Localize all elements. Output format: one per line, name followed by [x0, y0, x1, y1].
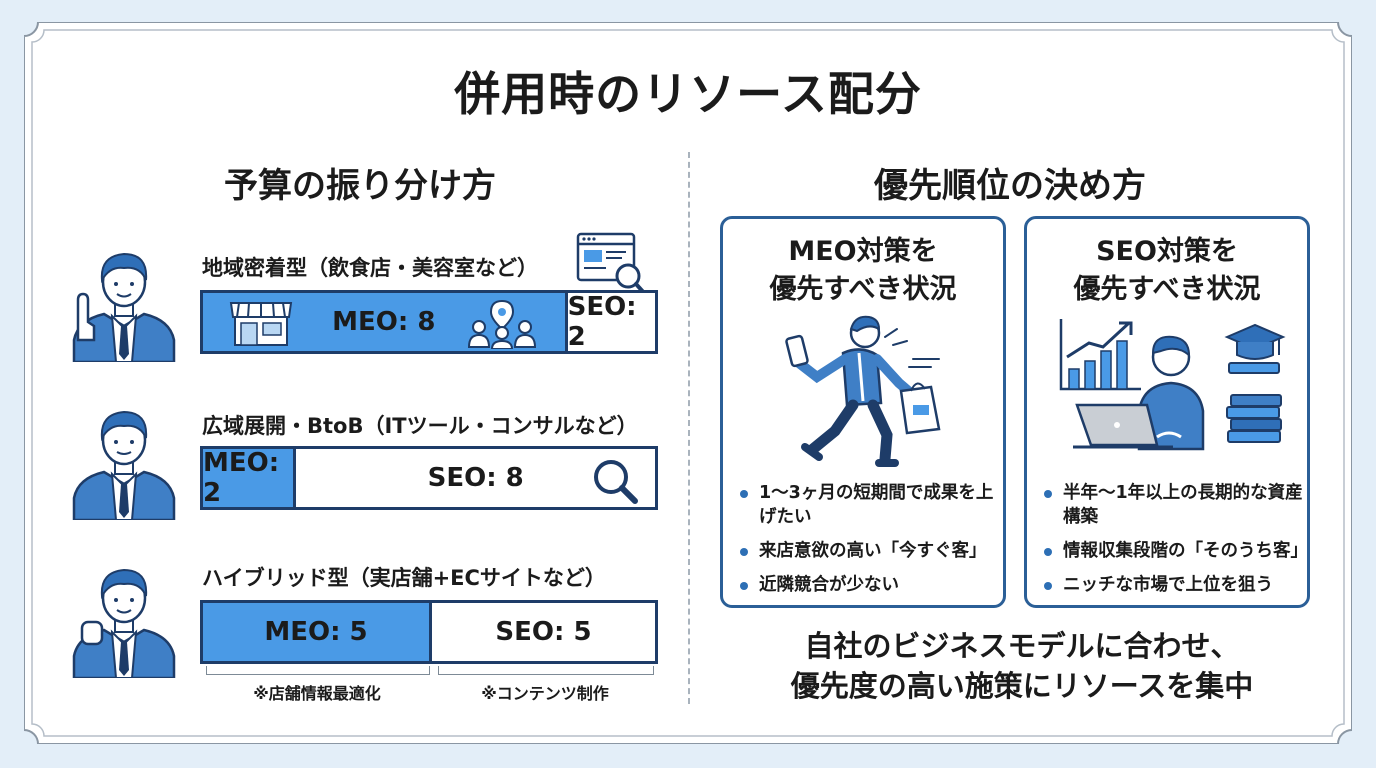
running-shopper-icon — [785, 315, 941, 467]
meo-conditions-list: 1〜3ヶ月の短期間で成果を上げたい 来店意欲の高い「今すぐ客」 近隣競合が少ない — [739, 481, 1001, 607]
storefront-icon — [229, 302, 293, 346]
list-item: 近隣競合が少ない — [739, 573, 1001, 597]
graduation-cap-book-stack-icon — [1224, 323, 1286, 443]
section-divider — [688, 152, 690, 704]
list-item: 1〜3ヶ月の短期間で成果を上げたい — [739, 481, 1001, 529]
seo-note: ※コンテンツ制作 — [481, 684, 609, 703]
meo-priority-card: MEO対策を 優先すべき状況 1〜3ヶ月の短期間で成果を上げたい 来店意欲の高い… — [720, 216, 1006, 608]
laptop-worker-icon — [1073, 335, 1205, 451]
list-item: ニッチな市場で上位を狙う — [1043, 573, 1305, 597]
list-item: 情報収集段階の「そのうち客」 — [1043, 539, 1308, 563]
meo-segment: MEO: 2 — [203, 448, 294, 508]
budget-heading: 予算の振り分け方 — [224, 166, 496, 206]
conclusion: 自社のビジネスモデルに合わせ、 優先度の高い施策にリソースを集中 — [702, 626, 1342, 706]
card-title: MEO対策を 優先すべき状況 — [723, 233, 1003, 309]
seo-priority-card: SEO対策を 優先すべき状況 半年〜1年以上の長期的な資産構築 情報収集段階の「… — [1024, 216, 1310, 608]
growth-chart-icon — [1059, 319, 1141, 391]
card-title-line1: SEO対策を — [1096, 236, 1238, 267]
row-label-local: 地域密着型（飲食店・美容室など） — [202, 256, 538, 280]
budget-bar-hybrid: MEO: 5 SEO: 5 — [200, 600, 658, 664]
meo-value-label: MEO: 8 — [332, 307, 436, 337]
meo-bracket — [206, 666, 430, 675]
row-label-wide: 広域展開・BtoB（ITツール・コンサルなど） — [202, 414, 638, 438]
meo-segment: MEO: 5 — [203, 603, 429, 661]
priority-heading: 優先順位の決め方 — [874, 166, 1146, 206]
seo-segment: SEO: 5 — [429, 603, 655, 661]
meo-value-label: MEO: 2 — [203, 448, 280, 508]
meo-segment: MEO: 8 — [203, 293, 565, 351]
seo-value-label: SEO: 2 — [567, 292, 637, 352]
businessman-fist-icon — [72, 568, 176, 678]
card-title-line1: MEO対策を — [788, 236, 938, 267]
card-title-line2: 優先すべき状況 — [769, 274, 957, 305]
browser-search-icon — [576, 232, 647, 296]
seo-conditions-list: 半年〜1年以上の長期的な資産構築 情報収集段階の「そのうち客」 ニッチな市場で上… — [1043, 481, 1308, 607]
businessman-icon — [72, 410, 176, 520]
conclusion-line2: 優先度の高い施策にリソースを集中 — [790, 669, 1254, 703]
businessman-pointing-icon — [72, 252, 176, 362]
card-title-line2: 優先すべき状況 — [1073, 274, 1261, 305]
page-title: 併用時のリソース配分 — [454, 67, 922, 121]
budget-bar-wide: MEO: 2 SEO: 8 — [200, 446, 658, 510]
seo-segment: SEO: 2 — [564, 292, 655, 352]
meo-note: ※店舗情報最適化 — [253, 684, 381, 703]
budget-bar-local: MEO: 8 SEO: 2 — [200, 290, 658, 354]
meo-value-label: MEO: 5 — [264, 617, 368, 647]
seo-bracket — [438, 666, 654, 675]
magnifier-icon — [593, 460, 638, 504]
list-item: 来店意欲の高い「今すぐ客」 — [739, 539, 1001, 563]
seo-segment: SEO: 8 — [293, 449, 655, 507]
seo-value-label: SEO: 8 — [427, 463, 524, 493]
conclusion-line1: 自社のビジネスモデルに合わせ、 — [804, 629, 1240, 663]
card-title: SEO対策を 優先すべき状況 — [1027, 233, 1307, 309]
seo-value-label: SEO: 5 — [495, 617, 592, 647]
location-people-icon — [467, 299, 536, 349]
row-label-hybrid: ハイブリッド型（実店舗+ECサイトなど） — [202, 566, 606, 590]
list-item: 半年〜1年以上の長期的な資産構築 — [1043, 481, 1305, 529]
